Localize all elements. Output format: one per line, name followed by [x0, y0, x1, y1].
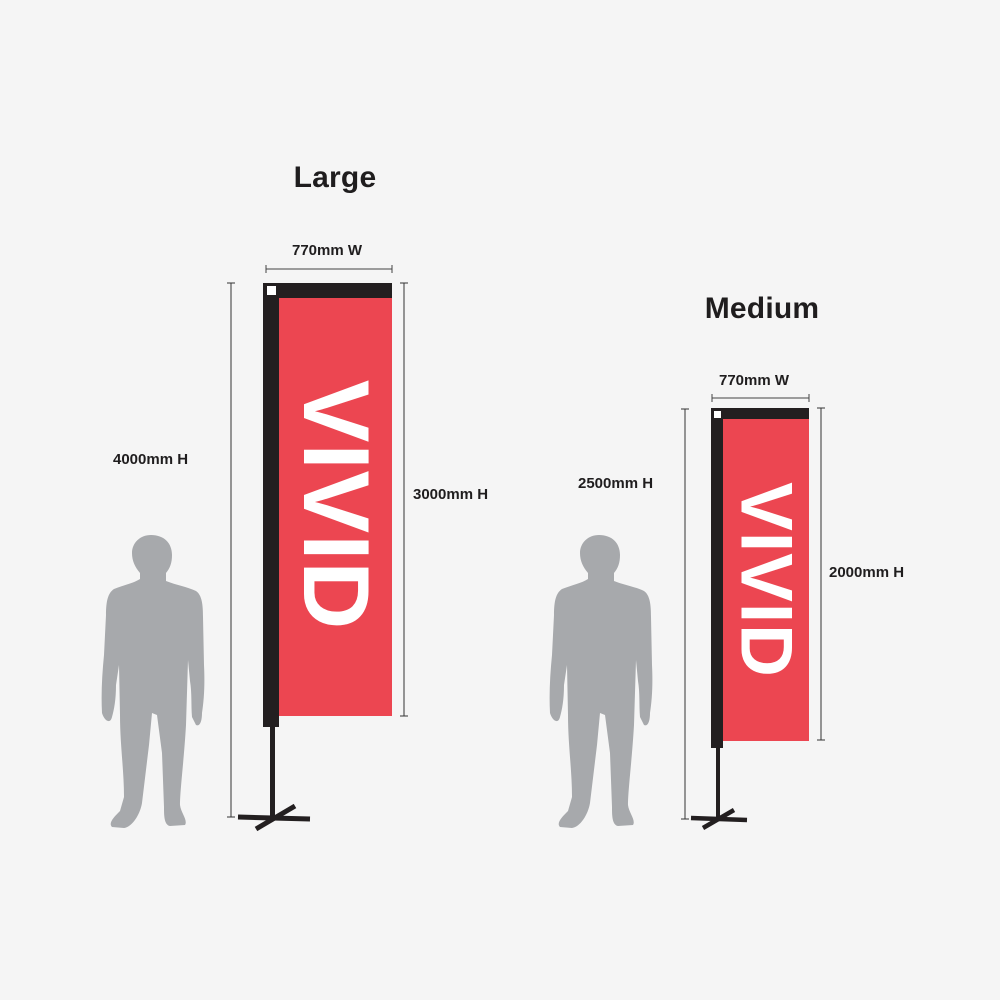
medium-width-label: 770mm W: [718, 372, 790, 389]
large-total-height-label: 4000mm H: [113, 451, 189, 468]
flag-height-dimension-line: [817, 407, 825, 741]
total-height-dimension-line: [681, 408, 689, 820]
medium-flag-brand-text: VIVID: [725, 482, 807, 678]
person-silhouette-icon: [101, 535, 205, 828]
large-flag-height-label: 3000mm H: [413, 486, 489, 503]
flag-pole: [690, 747, 748, 830]
medium-flag: [711, 408, 809, 748]
medium-size-title: Medium: [704, 292, 820, 325]
large-width-label: 770mm W: [291, 242, 363, 259]
total-height-dimension-line: [227, 282, 235, 818]
large-size-title: Large: [293, 161, 377, 194]
width-dimension-line: [711, 394, 810, 402]
width-dimension-line: [265, 265, 393, 273]
person-silhouette-icon: [549, 535, 653, 828]
medium-flag-height-label: 2000mm H: [829, 564, 905, 581]
medium-total-height-label: 2500mm H: [578, 475, 654, 492]
large-flag-brand-text: VIVID: [284, 379, 389, 631]
flag-height-dimension-line: [400, 282, 408, 717]
large-flag: [263, 283, 392, 727]
flag-pole: [237, 726, 311, 832]
